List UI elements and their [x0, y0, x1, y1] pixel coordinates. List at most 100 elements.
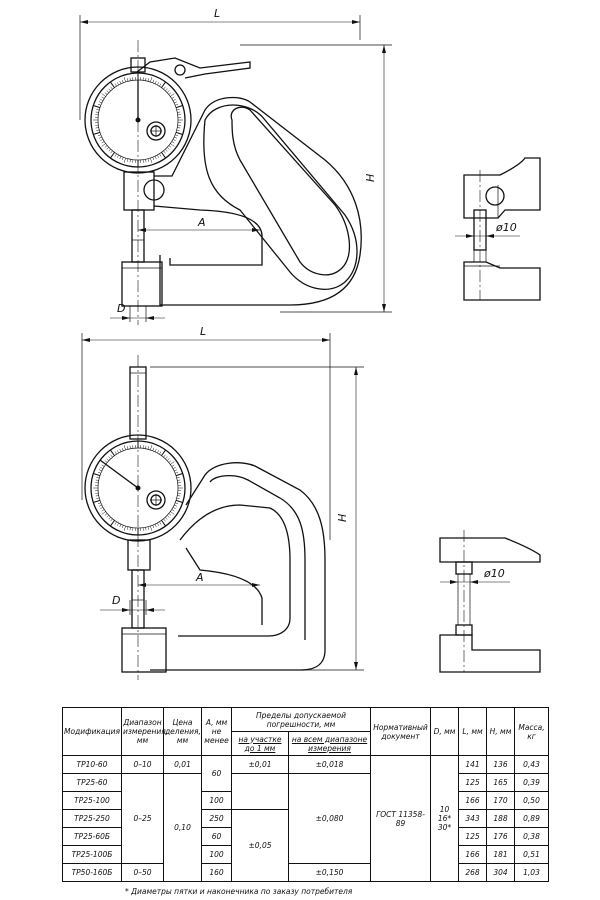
top-detail-phi: ø10: [495, 221, 517, 234]
cell-model: ТР25-100Б: [62, 845, 122, 864]
table-row: ТР10-60 0–10 0,01 60 ±0,01 ±0,018 ГОСТ 1…: [62, 755, 550, 882]
bottom-dimension-A: A: [195, 571, 204, 584]
dial-tick: [98, 101, 102, 104]
dial-tick: [145, 527, 147, 531]
dial-tick: [95, 479, 99, 481]
bottom-dimension-D: D: [112, 594, 120, 607]
header-h: H, мм: [486, 707, 516, 756]
dial-tick: [168, 513, 172, 516]
cell-l: 343: [458, 809, 488, 828]
dial-tick: [96, 477, 100, 479]
top-dimension-H: H: [364, 174, 377, 182]
dial-tick: [175, 134, 179, 137]
dial-tick: [175, 471, 179, 474]
dial-tick: [174, 101, 178, 104]
dial-tick: [101, 143, 106, 147]
header-division: Цена деления, мм: [163, 707, 202, 756]
specifications-table: Модификация Диапазон измерения, мм Цена …: [62, 707, 550, 882]
dial-tick: [163, 86, 166, 90]
dial-tick: [177, 495, 181, 497]
cell-l: 166: [458, 845, 488, 864]
dial-tick: [150, 77, 153, 83]
dial-tick: [176, 109, 180, 111]
dial-tick: [108, 456, 111, 460]
dial-tick: [170, 143, 175, 147]
dial-tick: [121, 447, 124, 451]
cell-depth: 250: [201, 809, 232, 828]
dial-tick: [104, 513, 108, 516]
dial-tick: [96, 497, 100, 499]
dial-tick: [106, 458, 110, 461]
dial-tick: [152, 525, 155, 529]
dial-tick: [157, 522, 159, 526]
d-value: 30*: [437, 823, 452, 832]
table-row: ТР25-60Б 60 125 176 0,38: [62, 827, 550, 846]
dial-tick: [145, 77, 147, 81]
dial-tick: [123, 525, 126, 531]
dial-tick: [163, 150, 166, 154]
dial-tick: [165, 148, 168, 152]
dial-tick: [100, 467, 104, 469]
cell-depth: 100: [201, 845, 232, 864]
dial-tick: [108, 148, 111, 152]
dial-tick: [154, 524, 157, 528]
cell-range: 0–25: [121, 773, 164, 864]
dial-tick: [97, 502, 101, 505]
dial-tick: [109, 152, 115, 159]
dial-tick: [145, 445, 147, 449]
dial-tick: [109, 81, 115, 88]
cell-l: 125: [458, 827, 488, 846]
dial-tick: [154, 80, 157, 84]
dial-tick: [100, 99, 104, 101]
cell-h: 165: [486, 773, 516, 792]
dial-tick: [166, 515, 170, 518]
cell-l: 125: [458, 773, 488, 792]
dial-tick: [119, 156, 122, 160]
dial-tick: [110, 150, 113, 154]
dial-tick: [172, 139, 176, 141]
top-dimension-L: L: [214, 7, 220, 20]
dial-tick: [129, 527, 131, 531]
dial-tick: [95, 495, 99, 497]
dial-tick: [93, 105, 101, 109]
dial-tick: [127, 158, 129, 162]
dial-tick: [147, 526, 149, 530]
dial-tick: [97, 134, 101, 137]
dial-tick: [175, 131, 183, 135]
header-range: Диапазон измерения, мм: [121, 707, 168, 756]
dial-tick: [117, 154, 119, 158]
dial-tick: [106, 147, 110, 150]
dial-tick: [163, 518, 166, 522]
dial-tick: [171, 509, 175, 512]
dial-tick: [129, 159, 131, 163]
cell-error-1mm: ±0,05: [231, 809, 289, 882]
dial-tick: [117, 82, 119, 86]
cell-range: 0–50: [121, 863, 164, 882]
d-value: 10: [439, 805, 450, 814]
cell-division: 0,01: [163, 755, 202, 774]
dial-tick: [110, 518, 113, 522]
cell-error-1mm: ±0,01: [231, 755, 289, 774]
dial-tick: [174, 469, 178, 472]
dial-tick: [172, 467, 176, 469]
dial-tick: [101, 511, 106, 515]
dial-tick: [170, 511, 175, 515]
dial-tick: [157, 450, 159, 454]
header-error-group: Пределы допускаемой погрешности, мм: [230, 707, 372, 732]
dial-tick: [150, 445, 153, 451]
footnote: * Диаметры пятки и наконечника по заказу…: [125, 887, 353, 896]
dial-tick: [96, 129, 100, 131]
dial-tick: [98, 136, 102, 139]
dial-tick: [97, 103, 101, 106]
dial-tick: [97, 471, 101, 474]
dial-tick: [177, 127, 181, 129]
dial-tick: [114, 153, 117, 157]
dial-tick: [98, 504, 102, 507]
dial-tick: [176, 129, 180, 131]
dial-tick: [166, 458, 170, 461]
dial-tick: [95, 127, 99, 129]
cell-model: ТР25-250: [62, 809, 122, 828]
dial-tick: [117, 522, 119, 526]
top-dimension-A: A: [197, 216, 206, 229]
